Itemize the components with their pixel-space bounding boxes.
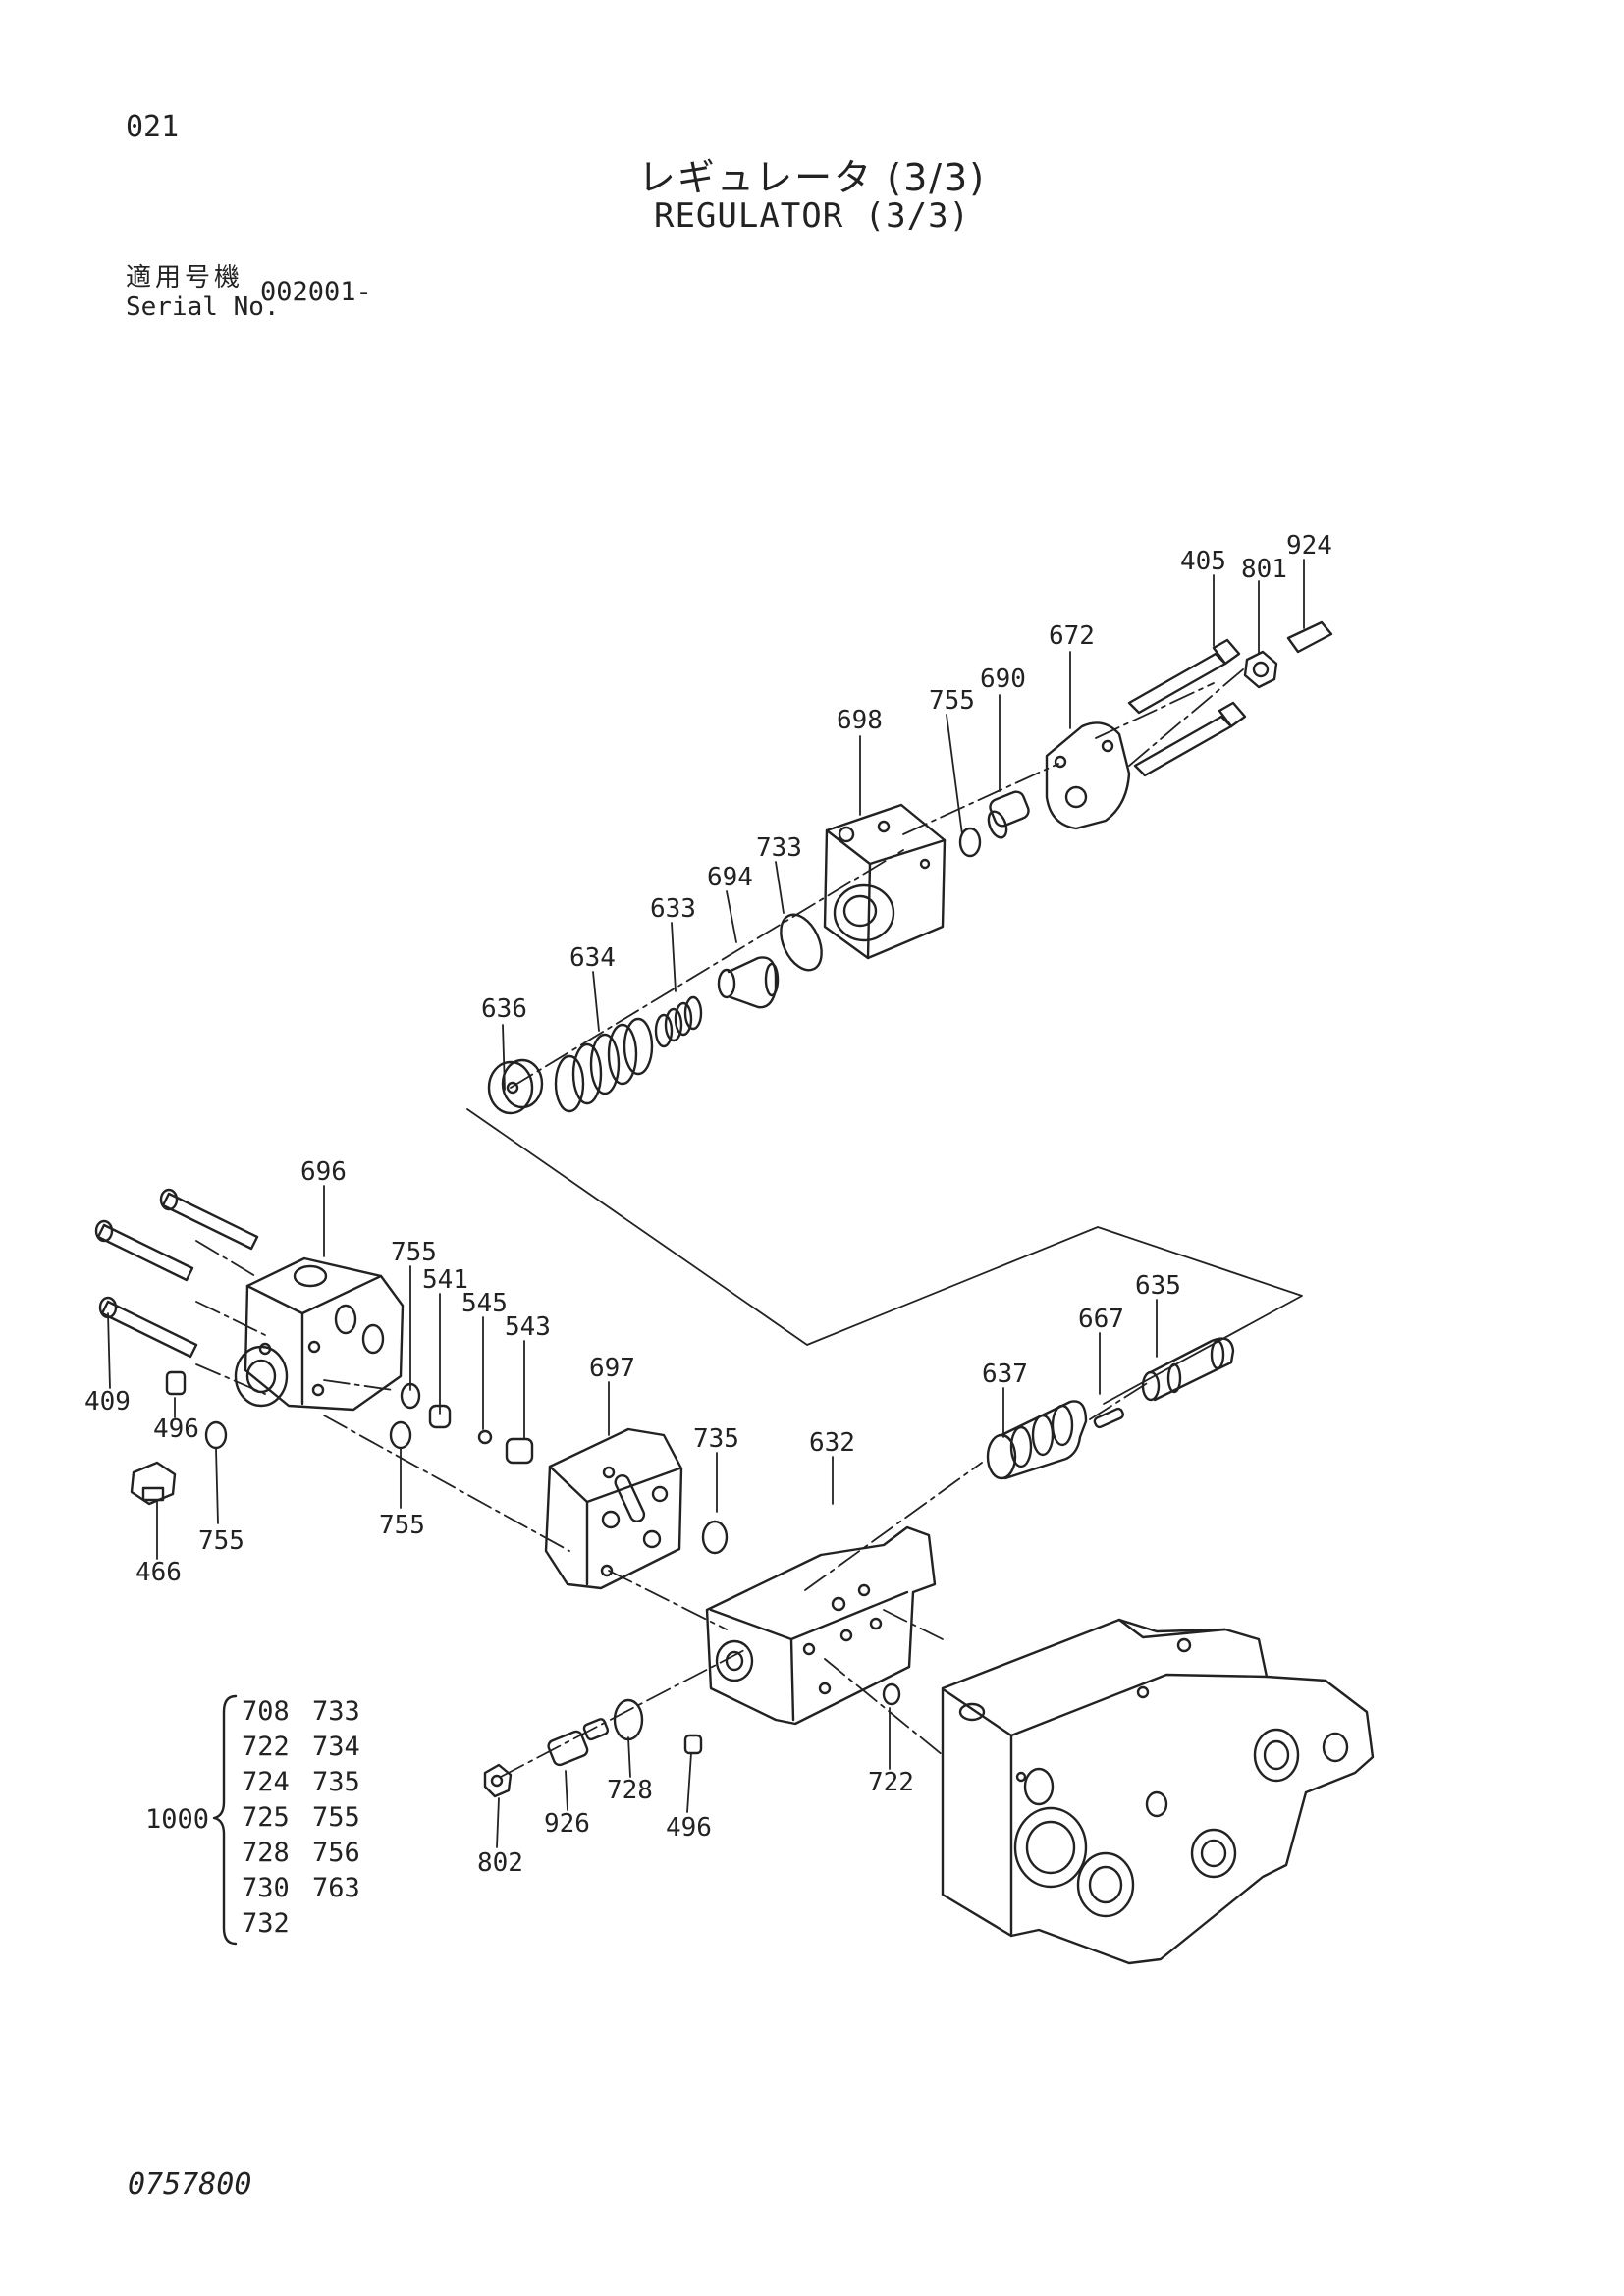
sleeve-635 bbox=[1141, 1337, 1235, 1402]
callout-637: 637 bbox=[982, 1360, 1028, 1389]
kit-number: 1000 bbox=[145, 1804, 209, 1835]
kit-part: 724 bbox=[242, 1767, 290, 1797]
cover-697 bbox=[544, 1427, 683, 1590]
callout-755-bottom: 755 bbox=[379, 1511, 425, 1540]
callout-545: 545 bbox=[461, 1289, 508, 1318]
link-line bbox=[466, 1108, 1303, 1405]
callout-694: 694 bbox=[707, 863, 753, 892]
callout-496-bottom: 496 bbox=[666, 1813, 712, 1842]
kit-part: 708 bbox=[242, 1696, 290, 1727]
cover-672 bbox=[1045, 721, 1131, 830]
callout-755-mid: 755 bbox=[391, 1238, 437, 1267]
plug-541 bbox=[428, 1404, 452, 1429]
seat-543 bbox=[505, 1437, 534, 1465]
callout-496-left: 496 bbox=[153, 1415, 199, 1444]
plug-496-bottom bbox=[683, 1734, 703, 1755]
kit-part: 725 bbox=[242, 1802, 290, 1833]
ball-545 bbox=[477, 1429, 493, 1445]
callout-466: 466 bbox=[135, 1558, 182, 1587]
plug-690 bbox=[987, 790, 1030, 839]
o-ring-755-left bbox=[204, 1420, 228, 1450]
piston-694 bbox=[717, 956, 780, 1009]
title-japanese: レギュレータ (3/3) bbox=[637, 156, 987, 199]
callout-733: 733 bbox=[756, 833, 802, 863]
o-ring-755-top bbox=[958, 827, 982, 858]
o-ring-733 bbox=[780, 913, 823, 972]
callout-755-left: 755 bbox=[198, 1526, 244, 1556]
callout-635: 635 bbox=[1135, 1271, 1181, 1301]
callout-924: 924 bbox=[1286, 531, 1332, 561]
kit-part: 755 bbox=[312, 1802, 360, 1833]
kit-part: 728 bbox=[242, 1838, 290, 1868]
callout-632: 632 bbox=[809, 1428, 855, 1458]
casing-696 bbox=[234, 1256, 405, 1412]
spring-seat-636 bbox=[487, 1058, 544, 1115]
casing-698 bbox=[823, 803, 947, 960]
leader-lines bbox=[107, 559, 1305, 1848]
o-ring-755-mid bbox=[400, 1382, 421, 1410]
set-screw-924 bbox=[1286, 620, 1333, 654]
bolt-405 bbox=[1127, 638, 1247, 777]
callout-405: 405 bbox=[1180, 547, 1226, 576]
serial-label-japanese: 適用号機 bbox=[126, 263, 244, 293]
callout-735: 735 bbox=[693, 1424, 739, 1454]
callout-634: 634 bbox=[569, 943, 616, 973]
bolts-409 bbox=[94, 1188, 259, 1359]
callout-541: 541 bbox=[422, 1265, 468, 1295]
callout-636: 636 bbox=[481, 994, 527, 1024]
kit-part: 734 bbox=[312, 1732, 360, 1762]
o-ring-722 bbox=[882, 1682, 901, 1706]
spring-633 bbox=[654, 995, 703, 1048]
nut-801 bbox=[1243, 650, 1278, 689]
document-number: 0757800 bbox=[128, 2167, 252, 2202]
kit-part: 735 bbox=[312, 1767, 360, 1797]
pump-body bbox=[941, 1618, 1375, 1965]
kit-part: 733 bbox=[312, 1696, 360, 1727]
kit-part: 722 bbox=[242, 1732, 290, 1762]
title-english: REGULATOR (3/3) bbox=[653, 196, 971, 236]
callout-697: 697 bbox=[589, 1354, 635, 1383]
callout-755-top: 755 bbox=[929, 686, 975, 716]
o-ring-728 bbox=[613, 1698, 644, 1741]
nut-802 bbox=[483, 1763, 513, 1798]
kit-part: 730 bbox=[242, 1873, 290, 1903]
callout-698: 698 bbox=[837, 706, 883, 735]
callout-801: 801 bbox=[1241, 555, 1287, 584]
plug-496-left bbox=[165, 1370, 187, 1396]
callout-672: 672 bbox=[1049, 621, 1095, 651]
serial-label-english: Serial No. bbox=[126, 293, 280, 322]
callout-722: 722 bbox=[868, 1768, 914, 1797]
o-ring-735 bbox=[701, 1520, 729, 1555]
casing-632 bbox=[705, 1525, 937, 1726]
spring-634 bbox=[554, 1017, 654, 1113]
callout-690: 690 bbox=[980, 665, 1026, 694]
kit-part: 763 bbox=[312, 1873, 360, 1903]
plug-926 bbox=[547, 1718, 610, 1767]
callout-728: 728 bbox=[607, 1776, 653, 1805]
callout-633: 633 bbox=[650, 894, 696, 924]
callout-543: 543 bbox=[505, 1312, 551, 1342]
pin-667 bbox=[1093, 1407, 1124, 1429]
spool-637 bbox=[986, 1400, 1088, 1480]
o-ring-755-bottom bbox=[389, 1420, 412, 1450]
serial-number-value: 002001- bbox=[260, 277, 372, 307]
callout-696: 696 bbox=[300, 1157, 347, 1187]
callout-802: 802 bbox=[477, 1848, 523, 1878]
page-number: 021 bbox=[126, 110, 180, 144]
kit-part: 732 bbox=[242, 1908, 290, 1939]
kit-brace bbox=[212, 1694, 238, 1946]
callout-409: 409 bbox=[84, 1387, 131, 1416]
kit-part: 756 bbox=[312, 1838, 360, 1868]
callout-926: 926 bbox=[544, 1809, 590, 1839]
assembly-lines bbox=[195, 668, 1244, 1778]
callout-667: 667 bbox=[1078, 1305, 1124, 1334]
plug-466 bbox=[130, 1461, 177, 1506]
